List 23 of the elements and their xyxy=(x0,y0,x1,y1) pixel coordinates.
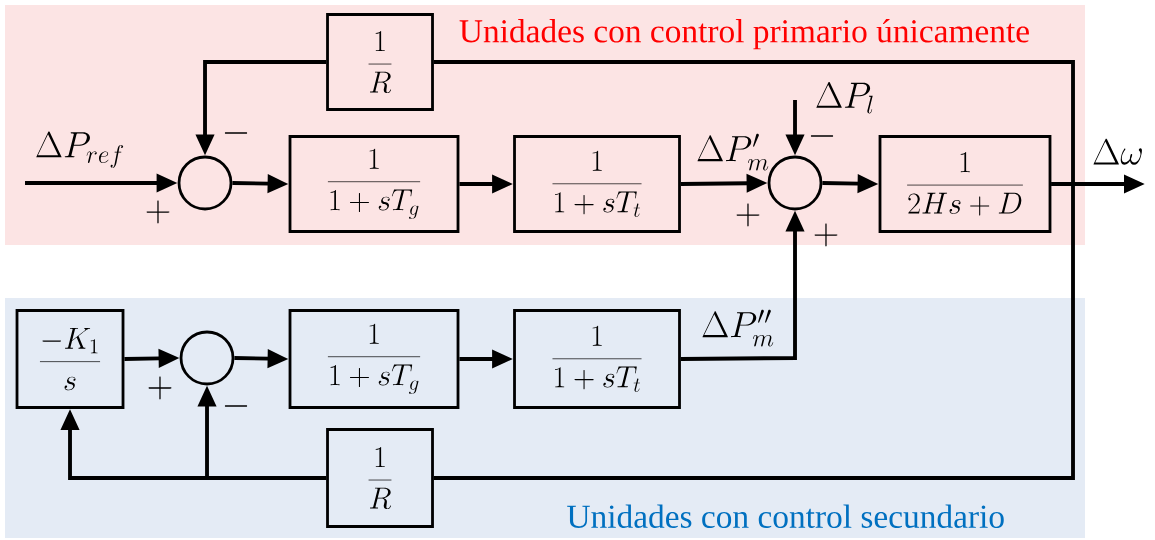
summing-junction xyxy=(179,330,235,386)
transfer-function-block: $\frac{1}{R}$ xyxy=(326,13,434,111)
sign-label: $-$ xyxy=(224,132,248,134)
sign-label: $+$ xyxy=(148,376,172,400)
transfer-function-block: $\frac{-K_1}{s}$ xyxy=(15,309,125,409)
signal-label: $\Delta P_l$ xyxy=(816,81,873,114)
signal-label: $\Delta P'_m$ xyxy=(697,133,769,171)
transfer-function-block: $\frac{1}{R}$ xyxy=(326,428,434,528)
sign-label: $+$ xyxy=(814,223,838,247)
transfer-function-block: $\frac{1}{1+sT_g}$ xyxy=(288,135,460,233)
sign-label: $-$ xyxy=(224,405,248,407)
sign-label: $-$ xyxy=(810,135,834,137)
summing-junction xyxy=(767,155,823,211)
sign-label: $+$ xyxy=(146,200,170,224)
transfer-function-block: $\frac{1}{1+sT_g}$ xyxy=(288,309,460,409)
summing-junction xyxy=(177,155,233,211)
signal-label: $\Delta P''_m$ xyxy=(702,309,774,347)
signal-label: $\Delta P_{ref}$ xyxy=(36,131,124,168)
transfer-function-block: $\frac{1}{1+sT_t}$ xyxy=(513,135,681,233)
sign-label: $+$ xyxy=(736,203,760,227)
signal-label: $\Delta\omega$ xyxy=(1093,138,1142,165)
transfer-function-block: $\frac{1}{2Hs+D}$ xyxy=(878,135,1052,233)
transfer-function-block: $\frac{1}{1+sT_t}$ xyxy=(513,309,681,409)
